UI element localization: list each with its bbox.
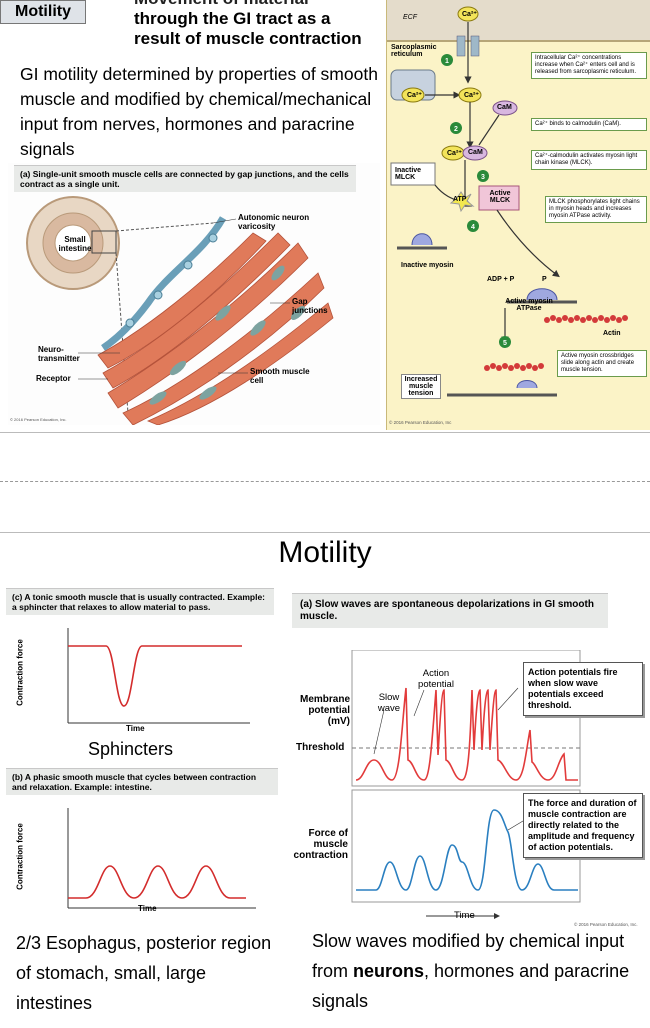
page-separator (0, 481, 650, 482)
slow-wave-caption-bold: (a) Slow waves (300, 599, 372, 610)
step-3-callout: Ca²⁺-calmodulin activates myosin light c… (531, 150, 647, 170)
label-small-intestine: Small intestine (58, 235, 92, 253)
smooth-muscle-illustration (26, 196, 334, 425)
phasic-caption: (b) A phasic smooth muscle that cycles b… (6, 768, 278, 795)
step-5-callout: Active myosin crossbridges slide along a… (557, 350, 647, 377)
label-gap-junctions: Gap junctions (292, 297, 328, 315)
tonic-graph (67, 628, 250, 724)
slow-wave-copyright: © 2016 Pearson Education, Inc. (574, 922, 638, 927)
callout-force-duration: The force and duration of muscle contrac… (523, 793, 643, 858)
slide-1: Motility Movement of material through th… (0, 0, 650, 433)
increased-tension: Increased muscle tension (401, 374, 441, 399)
active-atpase: Active myosin ATPase (505, 298, 553, 312)
step-1-text: Intracellular Ca²⁺ concentrations increa… (535, 55, 637, 75)
callout-action-potentials: Action potentials fire when slow wave po… (523, 662, 643, 716)
threshold-label: Threshold (296, 742, 345, 753)
ca-cytosol: Ca²⁺ (464, 92, 479, 99)
svg-text:4: 4 (471, 224, 475, 231)
tonic-caption: (c) A tonic smooth muscle that is usuall… (6, 588, 274, 615)
step-5-text: Active myosin crossbridges slide along a… (561, 353, 635, 373)
intro-text: GI motility determined by properties of … (20, 64, 378, 159)
ca-ecf: Ca²⁺ (462, 11, 477, 18)
atp-label: ATP (453, 196, 467, 203)
slow-wave-caption: (a) Slow waves are spontaneous depolariz… (292, 593, 608, 628)
step-1-callout: Intracellular Ca²⁺ concentrations increa… (531, 52, 647, 79)
svg-text:2: 2 (454, 126, 458, 133)
figure-copyright: © 2016 Pearson Education, Inc. (10, 417, 67, 422)
contraction-pathway-figure: ECF (386, 0, 650, 430)
body-right-pre: Slow waves modified by chemical input fr… (312, 931, 625, 981)
phosphate: P (542, 276, 547, 283)
label-neurotransmitter: Neuro- transmitter (38, 345, 80, 363)
pathway-copyright: © 2016 Pearson Education, Inc (389, 420, 452, 425)
slow-wave-label: Slow wave (377, 692, 401, 714)
heading-line-3: result of muscle contraction (134, 29, 362, 48)
tonic-muscle-panel: (c) A tonic smooth muscle that is usuall… (6, 588, 274, 738)
inactive-myosin: Inactive myosin (401, 262, 454, 269)
body-text-right: Slow waves modified by chemical input fr… (312, 926, 646, 1016)
step-4-callout: MLCK phosphorylates light chains in myos… (545, 196, 647, 223)
time-axis-label: Time (454, 910, 475, 921)
caption-bold: (a) Single-unit smooth muscle cells (20, 169, 163, 179)
label-receptor: Receptor (36, 374, 71, 383)
ecf-band (387, 0, 650, 42)
ca-cam-cam: CaM (468, 149, 483, 156)
heading-line-2: through the GI tract as a (134, 9, 331, 28)
body-right-bold: neurons (353, 961, 425, 981)
slide-heading: Movement of material through the GI trac… (134, 0, 362, 49)
slow-wave-graph-area: Membrane potential (mV) Threshold Force … (286, 650, 650, 930)
heading-line-1: Movement of material (134, 0, 362, 9)
cam-label: CaM (497, 104, 512, 111)
sphincters-label: Sphincters (88, 739, 174, 759)
phasic-graph (67, 808, 256, 909)
pathway-illustration: 1 2 3 4 5 (390, 6, 628, 397)
figure-single-unit: (a) Single-unit smooth muscle cells are … (8, 163, 380, 425)
svg-text:1: 1 (445, 58, 449, 65)
slow-wave-graph (351, 650, 581, 919)
label-autonomic-neuron: Autonomic neuron varicosity (238, 213, 310, 231)
actin-label: Actin (603, 330, 621, 337)
action-potential-label: Action potential (418, 668, 454, 690)
slide-2-title: Motility (278, 536, 372, 569)
figure-caption: (a) Single-unit smooth muscle cells are … (14, 165, 356, 192)
step-3-text: Ca²⁺-calmodulin activates myosin light c… (535, 153, 638, 166)
body-right-post: , hormones and paracrine signals (312, 961, 630, 1011)
slow-wave-caption-rest: are spontaneous depolarizations in GI sm… (300, 599, 594, 622)
ca-cam-ca: Ca²⁺ (447, 150, 462, 157)
phasic-muscle-panel: (b) A phasic smooth muscle that cycles b… (6, 768, 278, 920)
label-smooth-muscle-cell: Smooth muscle cell (250, 367, 310, 385)
slide-tag: Motility (0, 0, 86, 24)
caption-rest: are connected by gap junctions, and the … (20, 169, 349, 189)
force-label: Force of muscle contraction (293, 828, 348, 861)
phasic-xlabel: Time (138, 904, 157, 913)
adp-p: ADP + P (487, 276, 515, 283)
svg-text:5: 5 (503, 340, 507, 347)
svg-text:3: 3 (481, 174, 485, 181)
body-text-left: 2/3 Esophagus, posterior region of stoma… (16, 933, 272, 1013)
sr-label: Sarcoplasmic reticulum (391, 44, 437, 58)
membrane-potential-label: Membrane potential (mV) (299, 694, 350, 727)
active-mlck: Active MLCK (489, 190, 511, 204)
tonic-xlabel: Time (126, 724, 145, 733)
step-2-text: Ca²⁺ binds to calmodulin (CaM). (535, 121, 621, 127)
ca-sr: Ca²⁺ (407, 92, 422, 99)
step-4-text: MLCK phosphorylates light chains in myos… (549, 199, 640, 219)
ecf-label: ECF (403, 14, 417, 21)
inactive-mlck: Inactive MLCK (395, 167, 422, 181)
step-2-callout: Ca²⁺ binds to calmodulin (CaM). (531, 118, 647, 131)
